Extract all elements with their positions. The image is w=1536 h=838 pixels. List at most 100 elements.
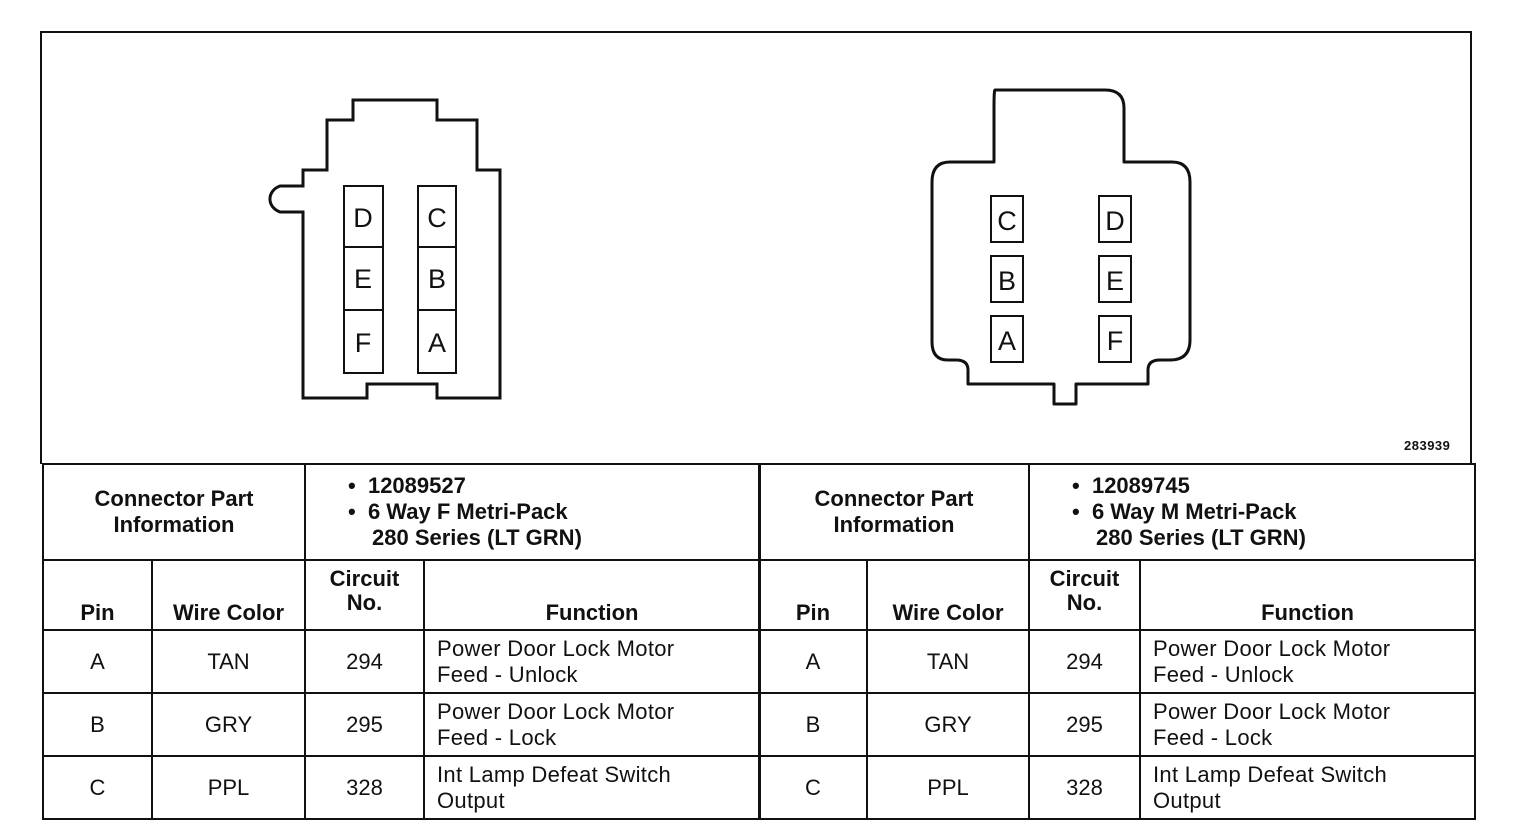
table-row: B GRY 295 Power Door Lock Motor Feed - L… (758, 692, 1477, 757)
pin-letter: C (997, 206, 1017, 236)
pin-cell: C (758, 755, 868, 820)
header-label-line: Information (113, 512, 235, 537)
bullet: • (348, 499, 356, 524)
circuit-cell: 328 (1028, 755, 1142, 820)
circuit-cell: 328 (304, 755, 426, 820)
right-pin-cavity-e (1098, 255, 1132, 303)
table-row: C PPL 328 Int Lamp Defeat Switch Output (758, 755, 1477, 820)
bullet: • (1072, 499, 1080, 524)
right-connector-table: Connector Part Information • 12089745 • … (757, 463, 1477, 820)
col-header-pin: Pin (42, 559, 153, 631)
left-connector-table: Connector Part Information • 12089527 • … (41, 463, 762, 820)
pin-letter: D (1105, 206, 1125, 236)
function-line: Power Door Lock Motor (437, 635, 675, 661)
pin-cell: A (42, 629, 153, 694)
connector-part-info-label: Connector Part Information (41, 463, 307, 561)
table-row: A TAN 294 Power Door Lock Motor Feed - U… (758, 629, 1477, 694)
pin-letter: E (1106, 266, 1124, 296)
left-connector-outline (268, 98, 502, 400)
wire-color-cell: TAN (865, 629, 1031, 694)
wire-color-cell: GRY (150, 692, 307, 757)
function-cell: Int Lamp Defeat Switch Output (1139, 755, 1477, 820)
col-header-function: Function (423, 559, 762, 631)
function-line: Int Lamp Defeat Switch (1153, 761, 1388, 787)
function-line: Output (1153, 787, 1221, 813)
pin-cell: C (42, 755, 153, 820)
circuit-header-line: No. (346, 590, 383, 615)
bullet: • (1072, 473, 1080, 498)
right-pin-cavity-a (990, 315, 1024, 363)
circuit-cell: 294 (1028, 629, 1142, 694)
part-description-cont: 280 Series (LT GRN) (372, 525, 582, 550)
circuit-header-line: Circuit (1049, 566, 1120, 591)
function-line: Power Door Lock Motor (1153, 698, 1391, 724)
pin-cell: A (758, 629, 868, 694)
wire-color-cell: TAN (150, 629, 307, 694)
function-line: Feed - Lock (1153, 724, 1273, 750)
function-line: Output (437, 787, 505, 813)
right-pin-cavity-c (990, 195, 1024, 243)
header-label-line: Connector Part (94, 486, 254, 511)
table-row: B GRY 295 Power Door Lock Motor Feed - L… (42, 692, 762, 757)
pin-cell: B (758, 692, 868, 757)
col-header-pin: Pin (758, 559, 868, 631)
part-description: 6 Way M Metri-Pack (1091, 499, 1297, 524)
right-pin-cavity-d (1098, 195, 1132, 243)
bullet: • (348, 473, 356, 498)
left-connector-pin-labels: D E F C B A (353, 203, 447, 358)
part-number: 12089527 (367, 473, 466, 498)
diagram-frame (40, 31, 1472, 464)
figure-number: 283939 (1404, 438, 1451, 453)
pin-letter: D (353, 203, 373, 233)
function-cell: Power Door Lock Motor Feed - Unlock (1139, 629, 1477, 694)
function-line: Feed - Unlock (437, 661, 578, 687)
right-connector-pin-labels: C B A D E F (997, 206, 1125, 356)
part-info: • 12089527 • 6 Way F Metri-Pack 280 Seri… (304, 463, 762, 561)
pin-letter: F (355, 328, 372, 358)
connector-diagrams: D E F C B A C B A D E F (268, 88, 1192, 406)
left-pin-cavity-f (343, 309, 384, 374)
circuit-cell: 294 (304, 629, 426, 694)
function-cell: Power Door Lock Motor Feed - Unlock (423, 629, 762, 694)
right-connector-outline (930, 88, 1192, 406)
function-cell: Power Door Lock Motor Feed - Lock (423, 692, 762, 757)
pin-letter: A (428, 328, 446, 358)
header-label-line: Connector Part (814, 486, 974, 511)
pin-letter: A (998, 326, 1016, 356)
col-header-circuit: Circuit No. (304, 559, 426, 631)
table-row: A TAN 294 Power Door Lock Motor Feed - U… (42, 629, 762, 694)
part-number: 12089745 (1091, 473, 1190, 498)
pin-letter: E (354, 264, 372, 294)
right-pin-cavity-b (990, 255, 1024, 303)
function-line: Power Door Lock Motor (1153, 635, 1391, 661)
table-row: C PPL 328 Int Lamp Defeat Switch Output (42, 755, 762, 820)
left-pin-cavity-a (417, 309, 457, 374)
pin-letter: C (427, 203, 447, 233)
wire-color-cell: GRY (865, 692, 1031, 757)
function-cell: Power Door Lock Motor Feed - Lock (1139, 692, 1477, 757)
function-line: Power Door Lock Motor (437, 698, 675, 724)
circuit-header-line: No. (1066, 590, 1103, 615)
col-header-wire-color: Wire Color (865, 559, 1031, 631)
function-line: Feed - Unlock (1153, 661, 1294, 687)
right-pin-cavity-f (1098, 315, 1132, 363)
function-line: Feed - Lock (437, 724, 557, 750)
wire-color-cell: PPL (150, 755, 307, 820)
header-label-line: Information (833, 512, 955, 537)
pin-letter: B (998, 266, 1016, 296)
col-header-function: Function (1139, 559, 1477, 631)
col-header-circuit: Circuit No. (1028, 559, 1142, 631)
part-description-cont: 280 Series (LT GRN) (1096, 525, 1306, 550)
part-info: • 12089745 • 6 Way M Metri-Pack 280 Seri… (1028, 463, 1477, 561)
left-connector-pins (343, 185, 457, 374)
function-cell: Int Lamp Defeat Switch Output (423, 755, 762, 820)
circuit-cell: 295 (304, 692, 426, 757)
wire-color-cell: PPL (865, 755, 1031, 820)
connector-part-info-label: Connector Part Information (757, 463, 1031, 561)
circuit-header-line: Circuit (329, 566, 400, 591)
pin-letter: B (428, 264, 446, 294)
part-description: 6 Way F Metri-Pack (367, 499, 568, 524)
pin-letter: F (1107, 326, 1124, 356)
circuit-cell: 295 (1028, 692, 1142, 757)
col-header-wire-color: Wire Color (150, 559, 307, 631)
